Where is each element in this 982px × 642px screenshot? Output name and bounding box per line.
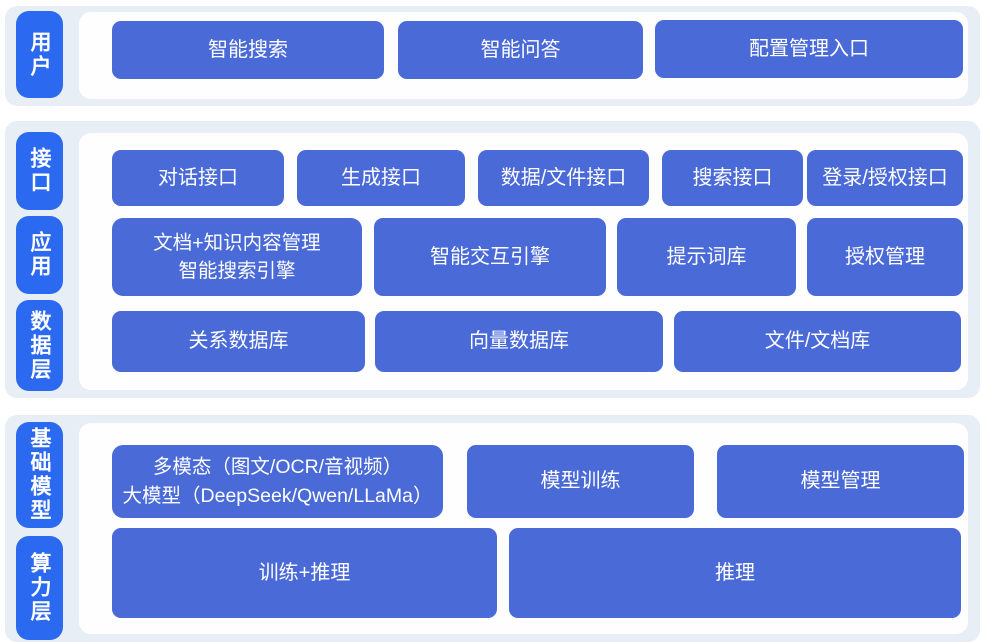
box-login-auth-api: 登录/授权接口 [807,150,963,206]
layer-tag-user: 用户 [16,11,63,98]
box-generation-api: 生成接口 [297,150,465,206]
box-multimodal-llm: 多模态（图文/OCR/音视频） 大模型（DeepSeek/Qwen/LLaMa） [112,445,443,518]
band-user-layer: 用户 智能搜索 智能问答 配置管理入口 [5,6,980,106]
box-relational-database: 关系数据库 [112,311,365,372]
layer-tag-foundation-model: 基础模型 [16,422,63,528]
box-dialog-api: 对话接口 [112,150,284,206]
layer-tag-application: 应用 [16,216,63,294]
layer-tag-compute-layer: 算力层 [16,536,63,640]
box-file-document-store: 文件/文档库 [674,311,961,372]
layer-tag-interface: 接口 [16,132,63,210]
box-training-plus-inference: 训练+推理 [112,528,497,618]
box-search-api: 搜索接口 [662,150,803,206]
box-smart-qa: 智能问答 [398,21,643,79]
box-smart-search: 智能搜索 [112,21,384,79]
box-vector-database: 向量数据库 [375,311,663,372]
box-model-training: 模型训练 [467,445,694,518]
box-authorization-management: 授权管理 [807,218,963,296]
layer-tag-data-layer: 数据层 [16,300,63,391]
band-foundation-compute: 基础模型 算力层 多模态（图文/OCR/音视频） 大模型（DeepSeek/Qw… [5,415,980,642]
box-data-file-api: 数据/文件接口 [478,150,649,206]
box-doc-knowledge-mgmt-search-engine: 文档+知识内容管理 智能搜索引擎 [112,218,362,296]
band-interface-app-data: 接口 应用 数据层 对话接口 生成接口 数据/文件接口 搜索接口 登录/授权接口… [5,121,980,398]
box-inference: 推理 [509,528,961,618]
box-config-management-entry: 配置管理入口 [655,20,963,78]
box-smart-interaction-engine: 智能交互引擎 [374,218,606,296]
box-prompt-library: 提示词库 [617,218,796,296]
box-model-management: 模型管理 [717,445,964,518]
